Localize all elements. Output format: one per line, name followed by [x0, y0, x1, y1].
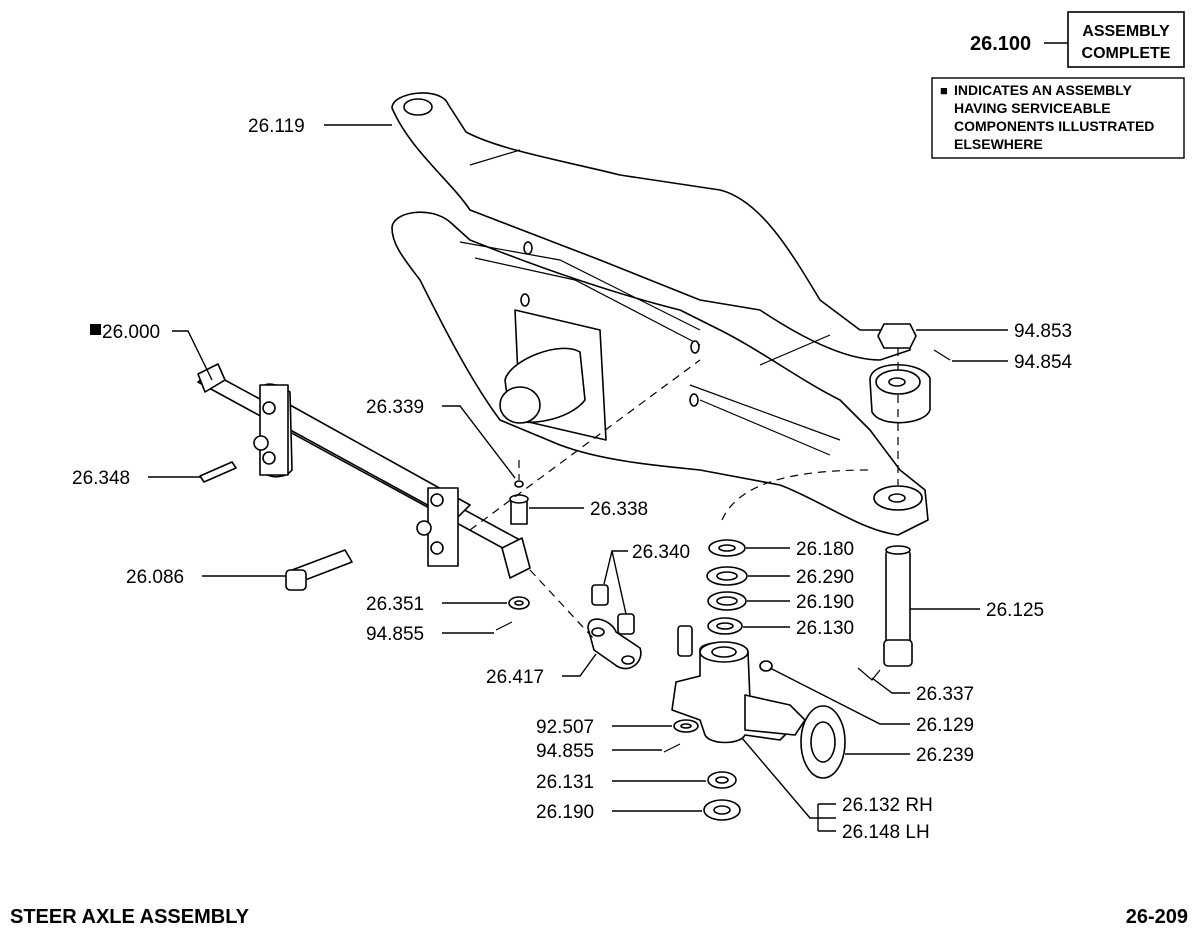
callout-26-086: 26.086 — [126, 567, 286, 588]
assembly-label-line1: ASSEMBLY — [1082, 23, 1170, 40]
label-26-348: 26.348 — [72, 468, 130, 489]
label-26-351: 26.351 — [366, 594, 424, 615]
label-26-417: 26.417 — [486, 667, 544, 688]
label-26-119: 26.119 — [248, 116, 305, 137]
callout-94-855-upper: 94.855 — [366, 624, 494, 645]
page-title: STEER AXLE ASSEMBLY — [10, 906, 249, 928]
assembly-number: 26.100 — [970, 33, 1031, 55]
callout-26-351: 26.351 — [366, 594, 507, 615]
label-26-131: 26.131 — [536, 772, 594, 793]
label-26-129: 26.129 — [916, 715, 974, 736]
label-26-148-lh: 26.148 LH — [842, 822, 930, 843]
label-26-239: 26.239 — [916, 745, 974, 766]
label-26-340: 26.340 — [632, 542, 690, 563]
label-26-130: 26.130 — [796, 618, 854, 639]
label-92-507: 92.507 — [536, 717, 594, 738]
callout-26-119: 26.119 — [248, 116, 392, 137]
legend-line1: INDICATES AN ASSEMBLY — [954, 82, 1133, 98]
callout-26-129: 26.129 — [769, 667, 974, 736]
callout-26-190-upper: 26.190 — [747, 592, 854, 613]
page-number: 26-209 — [1125, 906, 1188, 928]
legend-square-icon: ■ — [940, 83, 948, 98]
legend-line2: HAVING SERVICEABLE — [954, 100, 1111, 116]
legend-line3: COMPONENTS ILLUSTRATED — [954, 118, 1154, 134]
callout-26-131: 26.131 — [536, 772, 706, 793]
steering-cylinder-drawing — [197, 363, 531, 579]
callout-94-855-lower: 94.855 — [536, 741, 662, 762]
small-parts-drawing — [199, 323, 951, 821]
label-26-337: 26.337 — [916, 684, 974, 705]
label-94-855-lower: 94.855 — [536, 741, 594, 762]
label-26-290: 26.290 — [796, 567, 854, 588]
label-94-854: 94.854 — [1014, 352, 1073, 373]
callout-26-290: 26.290 — [748, 567, 854, 588]
callout-26-340: 26.340 — [603, 542, 690, 615]
label-94-855-upper: 94.855 — [366, 624, 424, 645]
callout-26-180: 26.180 — [746, 539, 854, 560]
axle-beam-drawing — [391, 92, 931, 536]
legend-line4: ELSEWHERE — [954, 136, 1043, 152]
label-94-853: 94.853 — [1014, 321, 1072, 342]
callout-26-125: 26.125 — [910, 600, 1044, 621]
callout-26-000: 26.000 — [90, 322, 213, 381]
callout-94-853: 94.853 — [916, 321, 1072, 342]
serviceable-assembly-icon — [90, 324, 101, 335]
label-26-125: 26.125 — [986, 600, 1044, 621]
label-26-000: 26.000 — [102, 322, 160, 343]
callout-26-337: 26.337 — [871, 677, 974, 705]
callout-94-854: 94.854 — [952, 352, 1073, 373]
callout-26-348: 26.348 — [72, 468, 200, 489]
label-26-339: 26.339 — [366, 397, 424, 418]
assembly-complete-callout: 26.100 ASSEMBLY COMPLETE — [970, 11, 1185, 68]
label-26-180: 26.180 — [796, 539, 854, 560]
assembly-label-line2: COMPLETE — [1082, 45, 1171, 62]
label-26-338: 26.338 — [590, 499, 648, 520]
callout-92-507: 92.507 — [536, 717, 672, 738]
callout-26-132-26-148: 26.132 RH 26.148 LH — [741, 737, 933, 843]
legend-box: ■ INDICATES AN ASSEMBLY HAVING SERVICEAB… — [931, 77, 1185, 159]
assembly-dash-lines — [469, 348, 899, 641]
callout-26-190-lower: 26.190 — [536, 802, 702, 823]
label-26-086: 26.086 — [126, 567, 184, 588]
callout-26-417: 26.417 — [486, 653, 597, 688]
label-26-190-upper: 26.190 — [796, 592, 854, 613]
callout-26-239: 26.239 — [845, 745, 974, 766]
label-26-190-lower: 26.190 — [536, 802, 594, 823]
label-26-132-rh: 26.132 RH — [842, 795, 933, 816]
callout-26-130: 26.130 — [743, 618, 854, 639]
callout-26-339: 26.339 — [366, 397, 516, 479]
callout-26-338: 26.338 — [529, 499, 648, 520]
